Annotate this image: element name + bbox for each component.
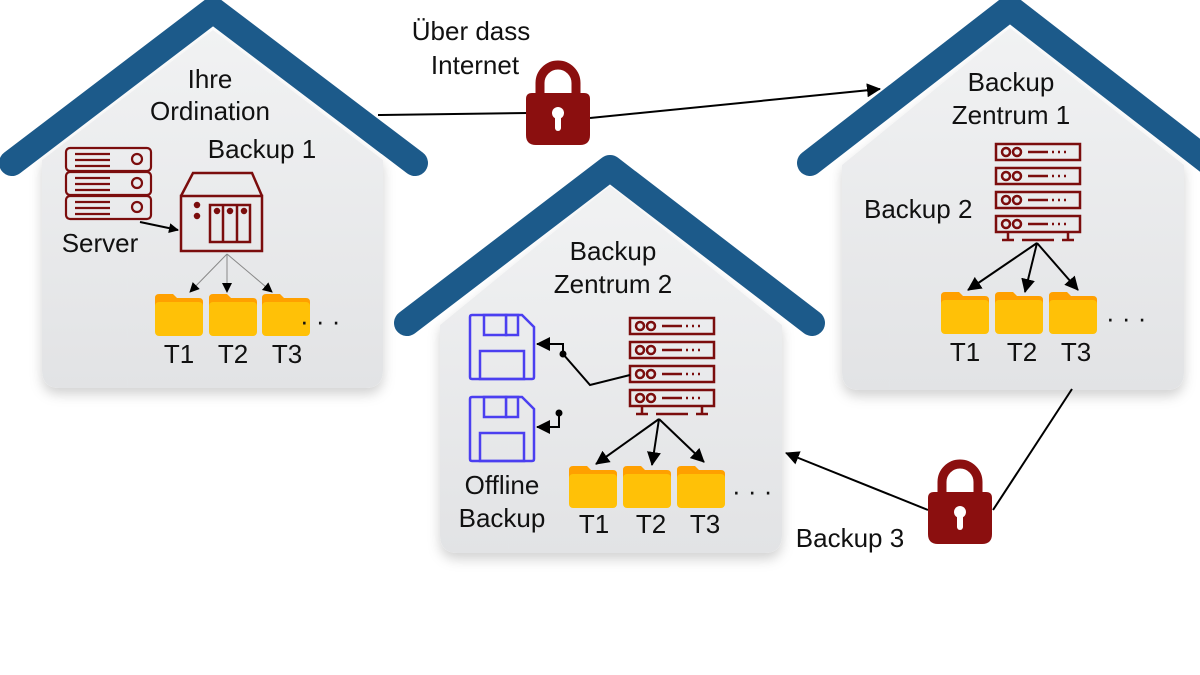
internet-label-line-1: Über dass <box>412 16 531 46</box>
backup-label: Backup 2 <box>864 194 972 224</box>
folder-icon <box>155 294 203 336</box>
backup-3-connection: Backup 3 <box>785 388 1073 553</box>
backup-3-label: Backup 3 <box>796 523 904 553</box>
rack-to-floppy-connectors <box>536 337 631 434</box>
folders-ellipsis: · · · <box>1106 303 1146 333</box>
rack-to-folders-arrows <box>595 418 705 466</box>
house-title-line-2: Zentrum 1 <box>952 100 1071 130</box>
server-to-nas-arrow <box>139 221 179 234</box>
folder-icon <box>1049 292 1097 334</box>
folder-label: T2 <box>1007 337 1037 367</box>
folder-icon <box>677 466 725 508</box>
internet-connection: Über dass Internet <box>377 16 881 145</box>
folder-label: T1 <box>579 509 609 539</box>
house-title-line-2: Zentrum 2 <box>554 269 673 299</box>
folder-label: T1 <box>164 339 194 369</box>
house-zentrum-2: Backup Zentrum 2 · · · Offline Backup T1… <box>394 155 825 553</box>
folder-icon <box>569 466 617 508</box>
house-title-line-2: Ordination <box>150 96 270 126</box>
folder-label: T2 <box>218 339 248 369</box>
house-title-line-1: Backup <box>570 236 657 266</box>
lock-icon <box>526 65 590 145</box>
folders-ellipsis: · · · <box>300 306 340 336</box>
folder-icon <box>623 466 671 508</box>
folder-label: T3 <box>272 339 302 369</box>
nas-to-folders-arrows <box>189 253 273 293</box>
folder-label: T2 <box>636 509 666 539</box>
folder-label: T1 <box>950 337 980 367</box>
folder-label: T3 <box>1061 337 1091 367</box>
offline-backup-label-line-1: Offline <box>465 470 540 500</box>
internet-label-line-2: Internet <box>431 50 520 80</box>
offline-backup-label-line-2: Backup <box>459 503 546 533</box>
house-roof <box>0 0 428 176</box>
house-roof <box>394 155 825 336</box>
house-zentrum-1: Backup Zentrum 1 Backup 2 · · · T1 T2 T3 <box>797 0 1200 390</box>
house-title-line-1: Backup <box>968 67 1055 97</box>
lock-icon <box>928 464 992 544</box>
rack-to-folders-arrows <box>967 242 1079 293</box>
backup-label: Backup 1 <box>208 134 316 164</box>
house-ordination: Ihre Ordination Backup 1 Server <box>0 0 428 388</box>
server-label: Server <box>62 228 139 258</box>
folder-icon <box>995 292 1043 334</box>
server-icon <box>64 146 153 221</box>
house-title-line-1: Ihre <box>188 64 233 94</box>
folder-icon <box>941 292 989 334</box>
house-roof <box>797 0 1200 176</box>
folders-ellipsis: · · · <box>732 476 772 506</box>
nas-icon <box>179 171 264 253</box>
folder-icon <box>209 294 257 336</box>
folder-label: T3 <box>690 509 720 539</box>
